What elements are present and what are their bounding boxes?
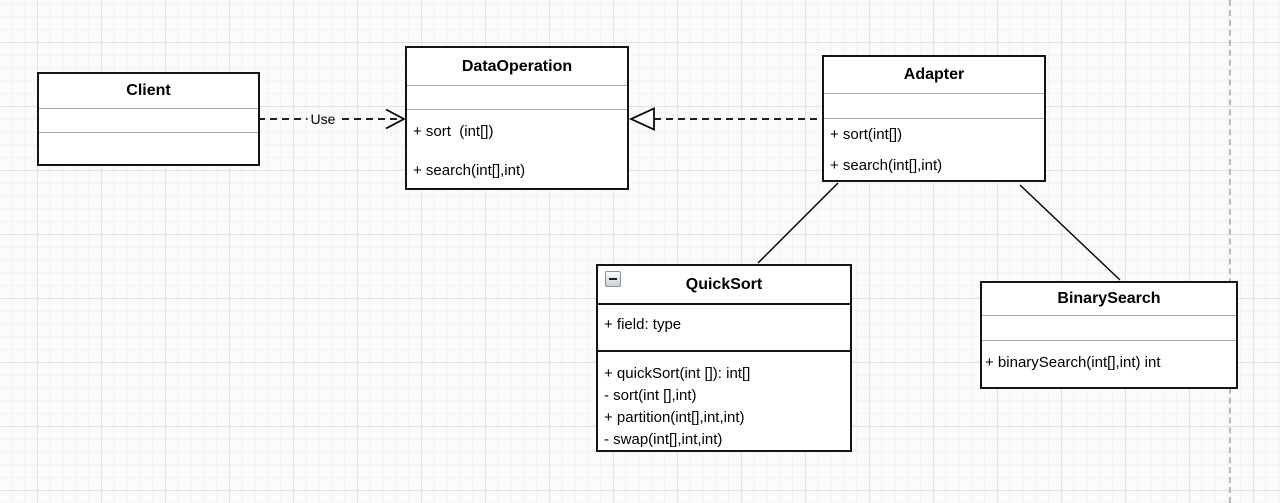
- method: + quickSort(int []): int[]: [604, 365, 751, 382]
- hollow-triangle-arrowhead-icon: [628, 107, 655, 131]
- methods-compartment: + binarySearch(int[],int) int: [982, 340, 1236, 387]
- class-title: Adapter: [903, 66, 965, 83]
- method: + sort(int[]): [830, 126, 903, 143]
- method: + sort (int[]): [413, 123, 494, 140]
- class-title: DataOperation: [461, 57, 573, 75]
- page-boundary-line: [1229, 0, 1231, 503]
- attributes-compartment: [39, 108, 258, 132]
- class-box-quicksort[interactable]: QuickSort + field: type + quickSort(int …: [596, 264, 852, 452]
- method: - swap(int[],int,int): [604, 431, 723, 448]
- class-box-binarysearch[interactable]: BinarySearch + binarySearch(int[],int) i…: [980, 281, 1238, 389]
- association-edge-adapter-quicksort[interactable]: [757, 182, 839, 264]
- method: + search(int[],int): [413, 162, 526, 179]
- class-box-client[interactable]: Client: [37, 72, 260, 166]
- edge-label-use[interactable]: Use: [307, 111, 339, 127]
- method: + search(int[],int): [830, 157, 943, 174]
- class-box-adapter[interactable]: Adapter + sort(int[]) + search(int[],int…: [822, 55, 1046, 182]
- collapse-button[interactable]: [605, 271, 621, 287]
- open-arrowhead-icon: [385, 108, 406, 130]
- methods-compartment: + quickSort(int []): int[] - sort(int []…: [598, 350, 850, 450]
- method: + binarySearch(int[],int) int: [985, 354, 1161, 371]
- methods-compartment: [39, 132, 258, 164]
- attributes-compartment: [824, 93, 1044, 118]
- class-title: Client: [126, 82, 171, 99]
- field: + field: type: [604, 316, 682, 333]
- methods-compartment: + sort (int[]) + search(int[],int): [407, 109, 627, 188]
- class-box-dataoperation[interactable]: DataOperation + sort (int[]) + search(in…: [405, 46, 629, 190]
- class-title: BinarySearch: [1057, 290, 1161, 307]
- class-header: QuickSort: [598, 266, 850, 303]
- attributes-compartment: [407, 85, 627, 109]
- association-edge-adapter-binarysearch[interactable]: [1019, 184, 1121, 281]
- method: + partition(int[],int,int): [604, 409, 745, 426]
- class-title: QuickSort: [685, 275, 763, 293]
- attributes-compartment: [982, 315, 1236, 340]
- minus-icon: [609, 278, 617, 280]
- method: - sort(int [],int): [604, 387, 697, 404]
- methods-compartment: + sort(int[]) + search(int[],int): [824, 118, 1044, 180]
- attributes-compartment: + field: type: [598, 303, 850, 350]
